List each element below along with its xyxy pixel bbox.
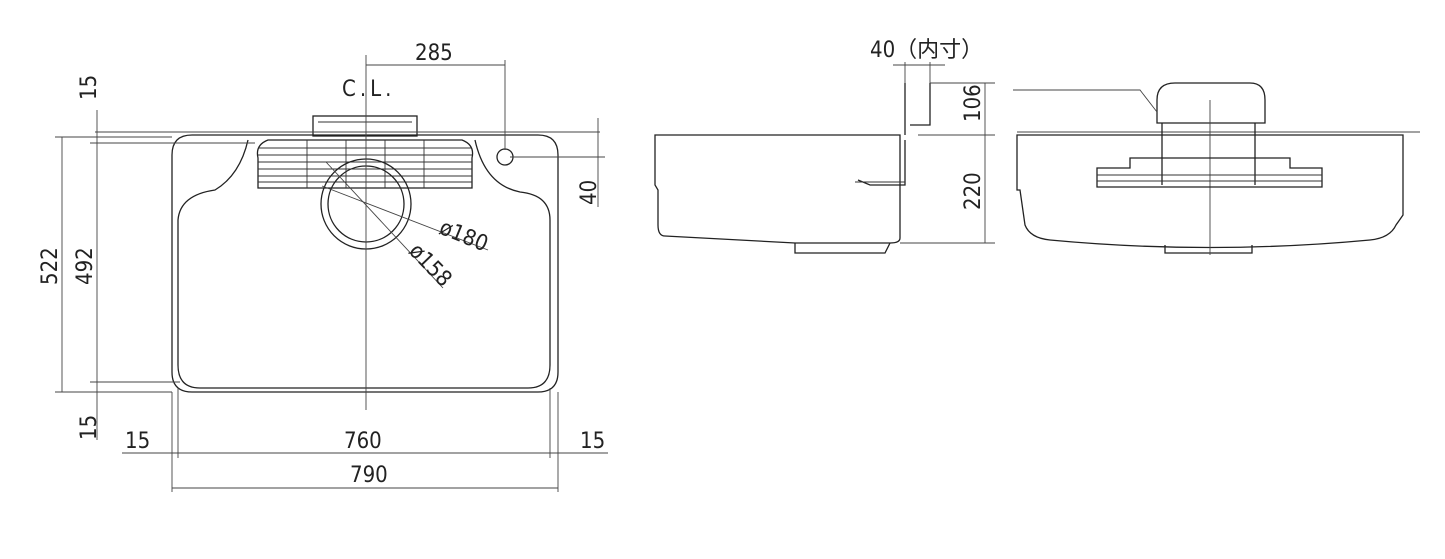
dim-106: 106 — [961, 84, 986, 122]
side-view: 40（内寸） 106 220 — [654, 38, 995, 254]
sink-outline — [171, 134, 559, 393]
dim-40-inner: 40（内寸） — [870, 38, 983, 63]
basin-outline — [177, 139, 551, 389]
dim-15-top: 15 — [77, 75, 102, 100]
side-bracket — [857, 83, 931, 186]
front-view — [1013, 82, 1420, 255]
dim-40-right: 40 — [577, 180, 602, 205]
dim-15-bottom: 15 — [77, 415, 102, 440]
dim-760: 760 — [344, 429, 382, 454]
dim-492: 492 — [73, 247, 98, 285]
dim-d158: ø158 — [404, 239, 457, 292]
leader-line — [1013, 89, 1158, 113]
basket-handle — [312, 115, 418, 137]
front-tray — [1096, 157, 1323, 188]
front-basket-handle — [1156, 82, 1266, 124]
dim-15-right: 15 — [580, 429, 605, 454]
dim-790: 790 — [350, 463, 388, 488]
plan-view: C.L. 285 ø180 ø158 522 492 15 15 40 15 — [38, 41, 608, 492]
dim-15-left: 15 — [125, 429, 150, 454]
dim-285: 285 — [415, 41, 453, 66]
centerline-label: C.L. — [342, 77, 395, 102]
dim-d180: ø180 — [436, 215, 492, 257]
dim-522: 522 — [38, 247, 63, 285]
drain-basket — [256, 139, 474, 189]
side-bowl-outline — [654, 134, 901, 244]
dim-220: 220 — [961, 172, 986, 210]
